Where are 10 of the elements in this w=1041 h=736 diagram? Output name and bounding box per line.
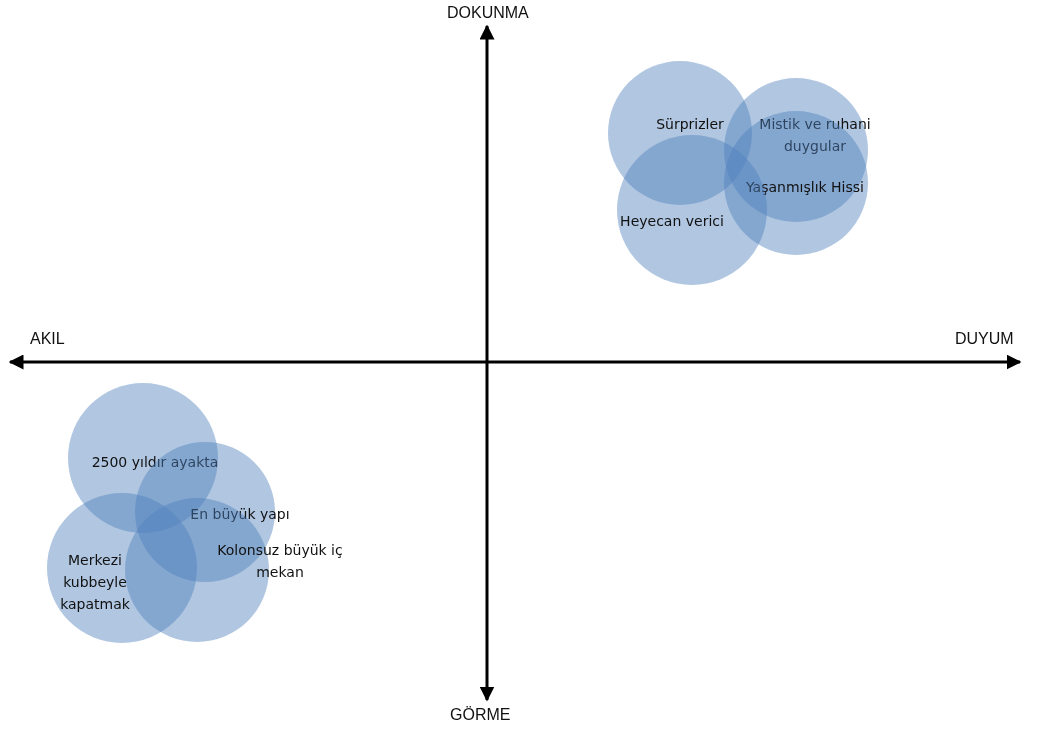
circle-label: En büyük yapı [189, 505, 291, 524]
circle-label: Yaşanmışlık Hissi [745, 178, 865, 197]
circle-label: Sürprizler [655, 115, 725, 134]
circle-label: Merkezi kubbeyle kapatmak [59, 551, 131, 614]
circle-label: 2500 yıldır ayakta [90, 453, 220, 472]
circle-label: Heyecan verici [619, 212, 725, 231]
axis-label: DOKUNMA [447, 4, 529, 22]
axis-label: DUYUM [955, 330, 1014, 348]
axis-label: GÖRME [450, 706, 511, 724]
axis-label: AKIL [30, 330, 65, 348]
